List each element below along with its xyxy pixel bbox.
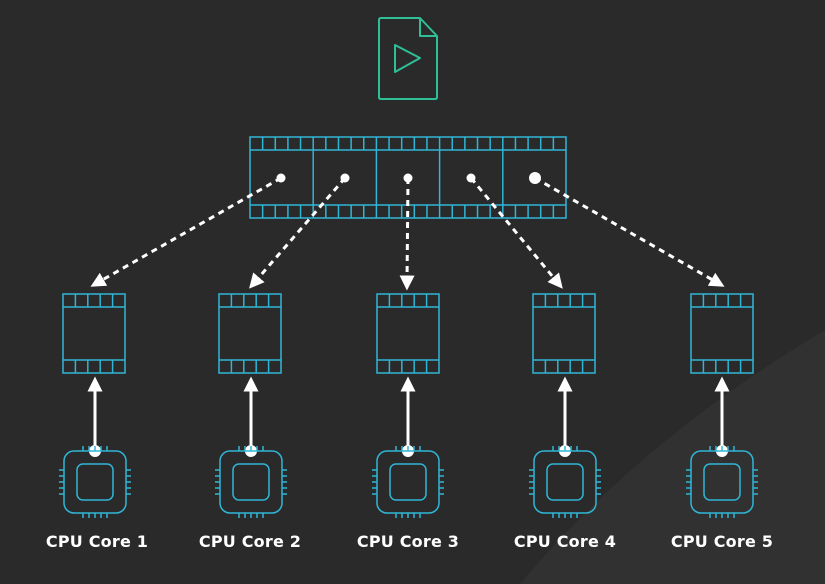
cpu-chip-icon [215,446,287,518]
cpu-chip-icon [59,446,131,518]
film-frame-icon [62,293,126,374]
core-label-1: CPU Core 1 [45,532,149,551]
cpu-chip-icon [686,446,758,518]
cpu-chip-icon [529,446,601,518]
core-label-5: CPU Core 5 [670,532,774,551]
core-label-4: CPU Core 4 [513,532,617,551]
video-file-icon [378,17,438,100]
dashed-arrow [90,176,282,287]
dashed-arrow [249,177,347,289]
dashed-arrow [469,177,563,289]
frame-group [62,293,754,374]
core-label-3: CPU Core 3 [356,532,460,551]
core-label-2: CPU Core 2 [198,532,302,551]
film-frame-icon [690,293,754,374]
film-frame-icon [376,293,440,374]
cpu-chip-group [59,446,758,518]
film-strip-outline [249,136,567,219]
film-strip-icon [249,136,567,219]
arrow-group [87,172,730,457]
cpu-chip-icon [372,446,444,518]
dashed-arrow [399,177,415,291]
film-frame-icon [218,293,282,374]
film-frame-icon [532,293,596,374]
dashed-arrow [534,176,725,287]
